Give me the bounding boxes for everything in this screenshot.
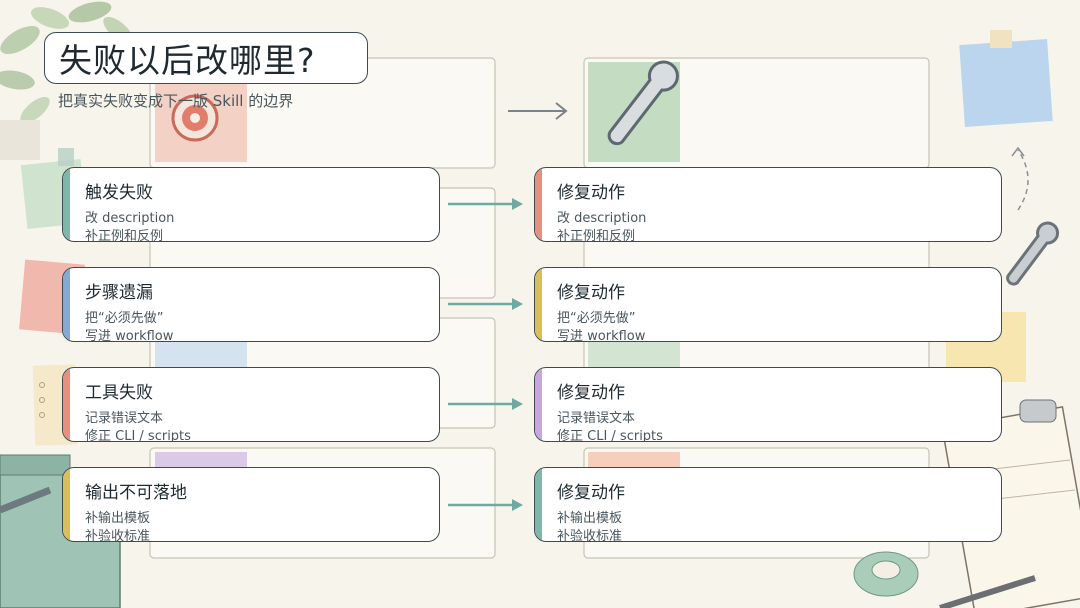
card-line: 把“必须先做”: [557, 311, 636, 326]
card-line: 补验收标准: [557, 529, 623, 542]
title-box: 失败以后改哪里?: [44, 32, 368, 84]
failure-card-step-missing: 步骤遗漏 把“必须先做” 写进 workflow: [62, 267, 440, 342]
card-title: 输出不可落地: [85, 483, 187, 503]
card-accent-bar: [535, 368, 542, 441]
card-line: 补验收标准: [85, 529, 151, 542]
failure-card-output: 输出不可落地 补输出模板 补验收标准: [62, 467, 440, 542]
page-title: 失败以后改哪里?: [59, 41, 316, 80]
card-line: 补正例和反例: [557, 229, 636, 242]
wrench-small-icon: [1006, 221, 1059, 286]
page-subtitle: 把真实失败变成下一版 Skill 的边界: [58, 92, 294, 110]
sticky-note-blue-decoration: [959, 30, 1053, 127]
clipboard-decoration: [941, 399, 1080, 608]
tape-roll-decoration: [853, 551, 919, 597]
fix-card-step-missing: 修复动作 把“必须先做” 写进 workflow: [534, 267, 1002, 342]
arrow-right-icon: [448, 398, 523, 410]
fix-card-trigger: 修复动作 改 description 补正例和反例: [534, 167, 1002, 242]
arrow-right-icon: [448, 499, 523, 511]
card-title: 修复动作: [557, 383, 625, 403]
card-accent-bar: [63, 268, 70, 341]
card-accent-bar: [535, 168, 542, 241]
failure-card-trigger: 触发失败 改 description 补正例和反例: [62, 167, 440, 242]
card-line: 改 description: [557, 211, 647, 226]
card-title: 修复动作: [557, 283, 625, 303]
card-title: 修复动作: [557, 483, 625, 503]
card-accent-bar: [63, 468, 70, 541]
card-title: 工具失败: [85, 383, 153, 403]
card-line: 改 description: [85, 211, 175, 226]
card-line: 把“必须先做”: [85, 311, 164, 326]
fix-card-output: 修复动作 补输出模板 补验收标准: [534, 467, 1002, 542]
card-line: 修正 CLI / scripts: [85, 429, 191, 442]
card-line: 写进 workflow: [557, 329, 646, 342]
card-accent-bar: [63, 168, 70, 241]
card-line: 记录错误文本: [85, 411, 164, 426]
failure-card-tool: 工具失败 记录错误文本 修正 CLI / scripts: [62, 367, 440, 442]
top-arrow-decoration: [508, 102, 568, 120]
arrow-right-icon: [448, 298, 523, 310]
card-line: 记录错误文本: [557, 411, 636, 426]
card-title: 触发失败: [85, 183, 153, 203]
card-line: 写进 workflow: [85, 329, 174, 342]
card-line: 补输出模板: [557, 511, 623, 526]
fix-card-tool: 修复动作 记录错误文本 修正 CLI / scripts: [534, 367, 1002, 442]
card-accent-bar: [535, 468, 542, 541]
card-line: 修正 CLI / scripts: [557, 429, 663, 442]
card-title: 修复动作: [557, 183, 625, 203]
wrench-icon: [607, 60, 679, 146]
card-title: 步骤遗漏: [85, 283, 153, 303]
card-accent-bar: [63, 368, 70, 441]
card-accent-bar: [535, 268, 542, 341]
card-line: 补正例和反例: [85, 229, 164, 242]
card-line: 补输出模板: [85, 511, 151, 526]
target-icon: [171, 94, 219, 142]
arrow-right-icon: [448, 198, 523, 210]
